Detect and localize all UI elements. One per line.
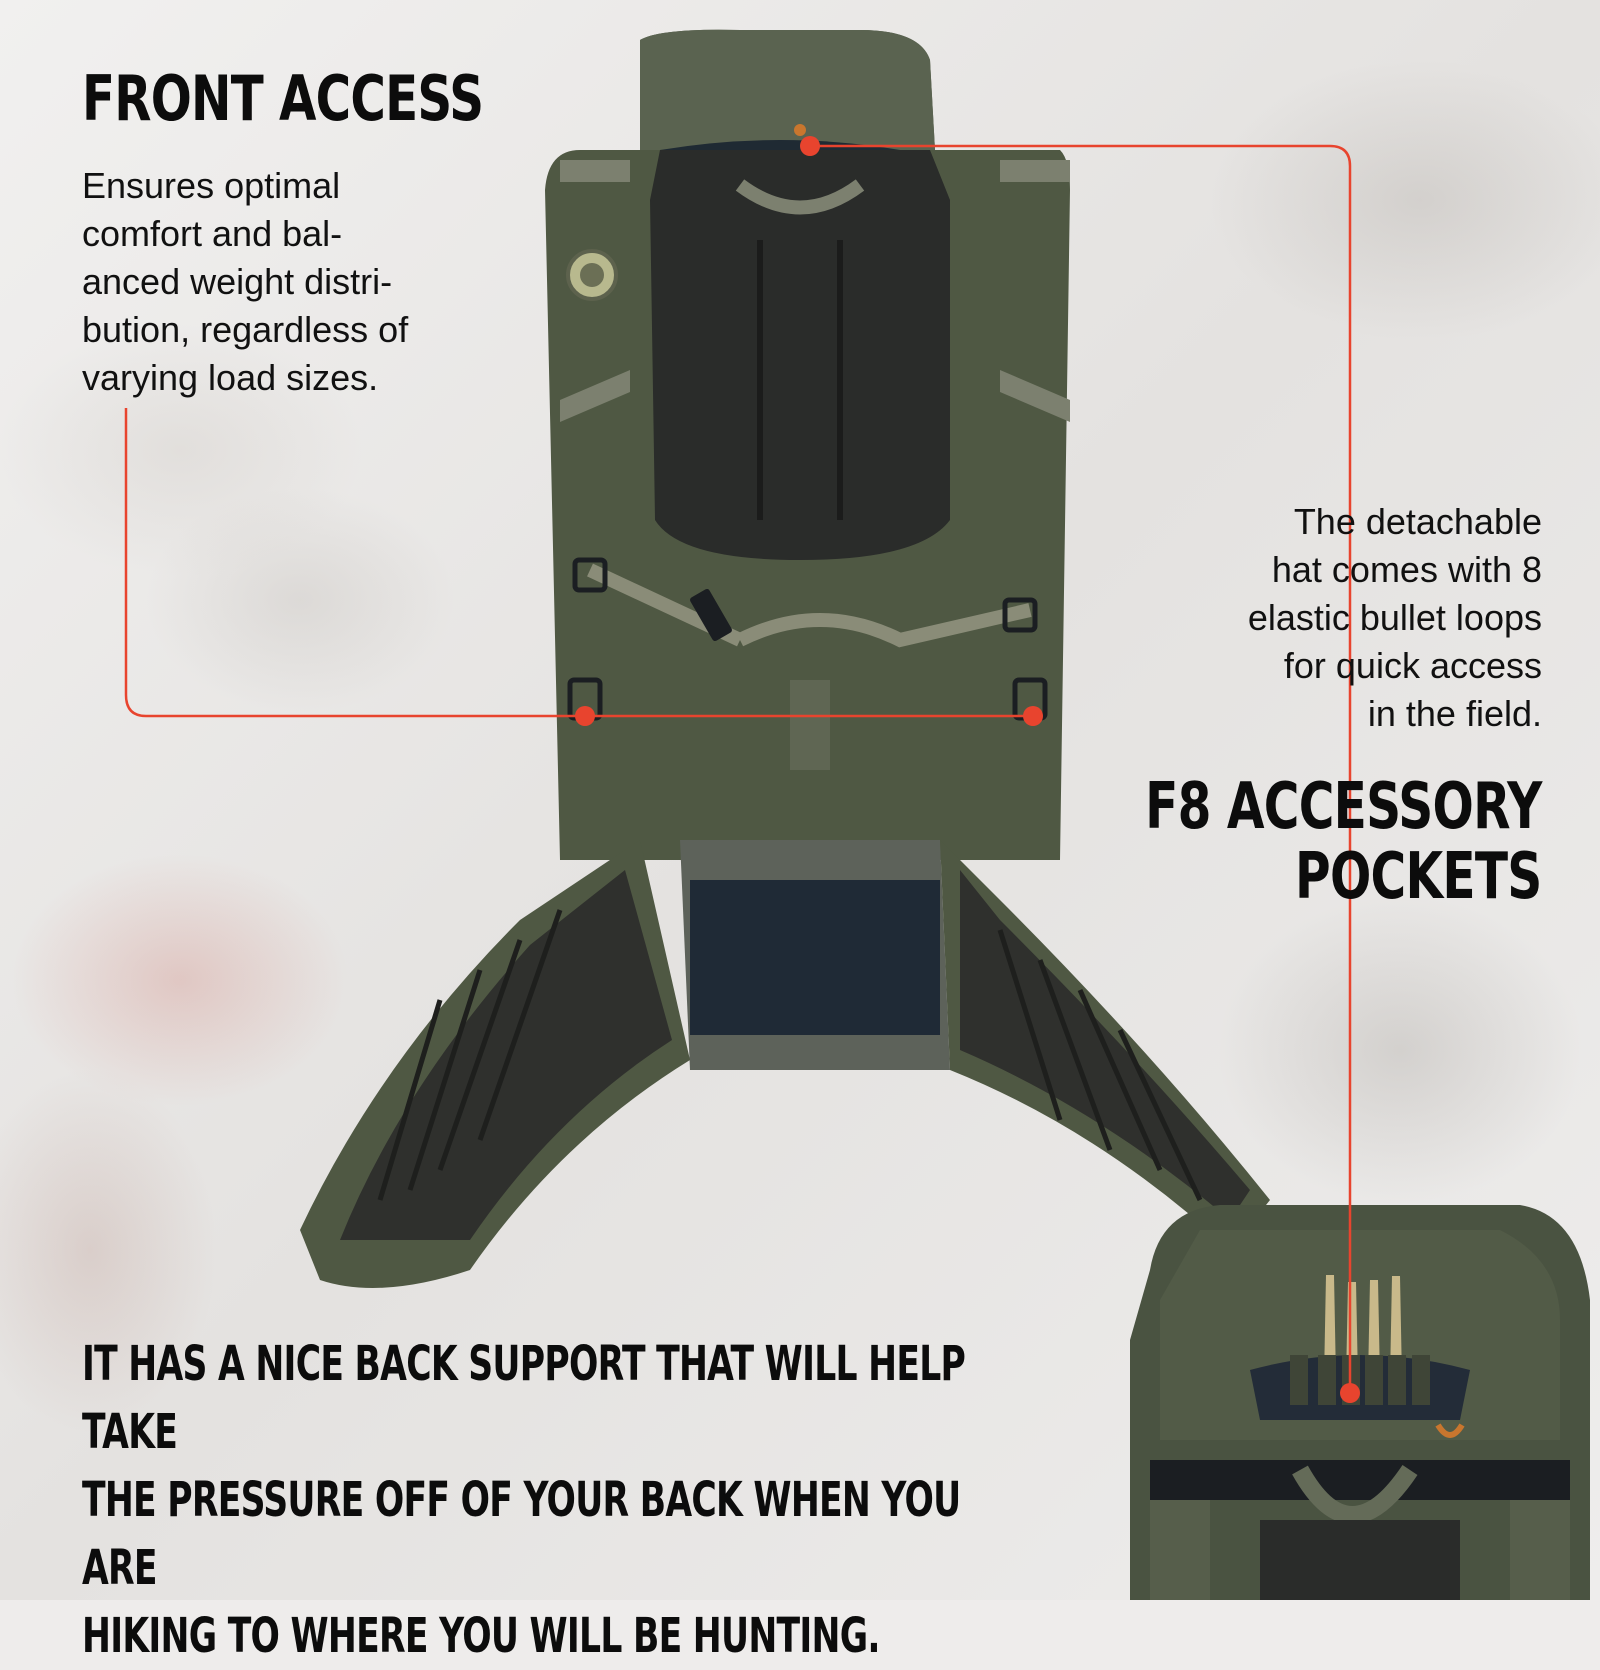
callout-dots bbox=[575, 136, 1360, 1403]
detachable-hat-description: The detachable hat comes with 8 elastic … bbox=[1247, 501, 1542, 734]
front-access-description: Ensures optimal comfort and bal- anced w… bbox=[82, 165, 409, 398]
backpack-illustration bbox=[124, 29, 1590, 1600]
front-access-callout-line bbox=[124, 408, 1030, 718]
backpack-main-image bbox=[300, 29, 1270, 1288]
callout-dot-bullet-loops bbox=[1340, 1383, 1360, 1403]
callout-dot-top bbox=[800, 136, 820, 156]
hat-pocket-inset-image bbox=[1130, 1205, 1590, 1600]
callout-dot-left-buckle bbox=[575, 706, 595, 726]
hat-pocket-callout-line bbox=[810, 144, 1352, 1393]
f8-accessory-pockets-heading: F8 ACCESSORY POCKETS bbox=[1145, 770, 1543, 914]
callout-dot-right-buckle bbox=[1023, 706, 1043, 726]
back-support-caption: IT HAS A NICE BACK SUPPORT THAT WILL HEL… bbox=[82, 1336, 966, 1664]
callout-lines bbox=[124, 144, 1352, 1393]
front-access-heading: FRONT ACCESS bbox=[82, 62, 484, 135]
